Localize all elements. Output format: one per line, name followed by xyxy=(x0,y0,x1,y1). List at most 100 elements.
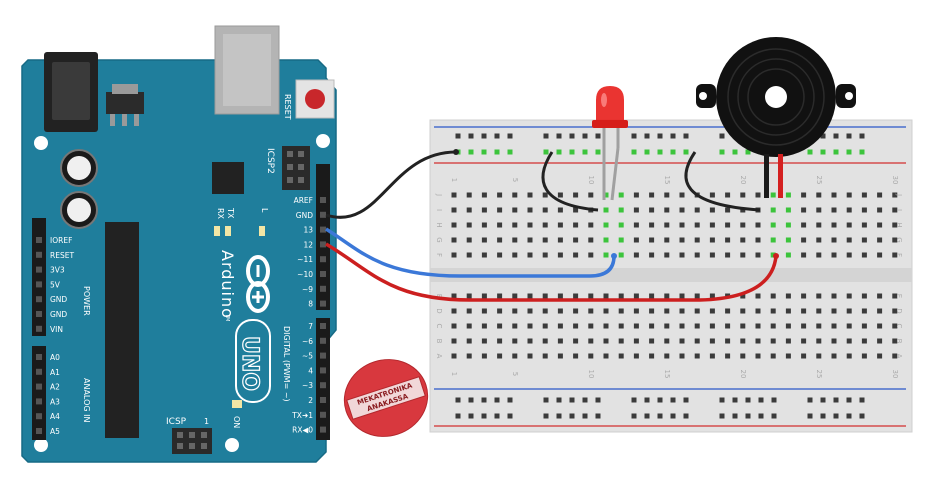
breadboard-hole[interactable] xyxy=(861,207,867,213)
breadboard-hole[interactable] xyxy=(846,293,852,299)
rail-hole[interactable] xyxy=(556,149,562,155)
breadboard-hole[interactable] xyxy=(573,338,579,344)
breadboard-hole[interactable] xyxy=(877,308,883,314)
icsp2-pin[interactable] xyxy=(287,151,293,157)
breadboard-hole[interactable] xyxy=(451,323,457,329)
digital-pin-hole[interactable] xyxy=(320,411,326,418)
breadboard-hole[interactable] xyxy=(846,192,852,198)
breadboard-hole[interactable] xyxy=(497,252,503,258)
breadboard-hole[interactable] xyxy=(451,207,457,213)
breadboard-hole[interactable] xyxy=(740,252,746,258)
rail-hole[interactable] xyxy=(846,133,852,139)
breadboard-hole[interactable] xyxy=(679,237,685,243)
rail-hole[interactable] xyxy=(683,133,689,139)
rail-hole[interactable] xyxy=(494,149,500,155)
breadboard-hole[interactable] xyxy=(846,252,852,258)
rail-hole[interactable] xyxy=(494,413,500,419)
breadboard-hole[interactable] xyxy=(755,192,761,198)
breadboard-hole[interactable] xyxy=(466,237,472,243)
breadboard-hole[interactable] xyxy=(588,323,594,329)
icsp-pin[interactable] xyxy=(189,443,195,449)
breadboard-hole[interactable] xyxy=(709,293,715,299)
rail-hole[interactable] xyxy=(771,397,777,403)
breadboard-hole[interactable] xyxy=(740,192,746,198)
rail-hole[interactable] xyxy=(644,413,650,419)
rail-hole[interactable] xyxy=(820,397,826,403)
breadboard-hole[interactable] xyxy=(573,308,579,314)
breadboard-hole[interactable] xyxy=(801,323,807,329)
breadboard-hole[interactable] xyxy=(892,252,898,258)
breadboard-hole[interactable] xyxy=(877,192,883,198)
breadboard-hole[interactable] xyxy=(618,252,624,258)
digital-pin-hole[interactable] xyxy=(320,323,326,329)
breadboard-hole[interactable] xyxy=(892,237,898,243)
digital-pin-hole[interactable] xyxy=(320,367,326,374)
breadboard-hole[interactable] xyxy=(633,252,639,258)
breadboard-hole[interactable] xyxy=(831,192,837,198)
breadboard-hole[interactable] xyxy=(603,207,609,213)
breadboard-hole[interactable] xyxy=(861,353,867,359)
rail-hole[interactable] xyxy=(468,149,474,155)
rail-hole[interactable] xyxy=(657,397,663,403)
analog-pin-hole[interactable] xyxy=(36,398,42,405)
breadboard-hole[interactable] xyxy=(725,323,731,329)
rail-hole[interactable] xyxy=(569,133,575,139)
rail-hole[interactable] xyxy=(670,413,676,419)
breadboard-hole[interactable] xyxy=(633,308,639,314)
breadboard-hole[interactable] xyxy=(816,353,822,359)
breadboard-hole[interactable] xyxy=(664,207,670,213)
rail-hole[interactable] xyxy=(719,149,725,155)
breadboard-hole[interactable] xyxy=(740,308,746,314)
breadboard-hole[interactable] xyxy=(573,293,579,299)
piezo-buzzer[interactable] xyxy=(696,37,856,198)
breadboard-hole[interactable] xyxy=(527,252,533,258)
breadboard-hole[interactable] xyxy=(618,192,624,198)
breadboard-hole[interactable] xyxy=(557,308,563,314)
breadboard-hole[interactable] xyxy=(527,192,533,198)
breadboard-hole[interactable] xyxy=(664,222,670,228)
breadboard-hole[interactable] xyxy=(527,237,533,243)
breadboard-hole[interactable] xyxy=(497,293,503,299)
breadboard-hole[interactable] xyxy=(573,192,579,198)
breadboard-hole[interactable] xyxy=(816,338,822,344)
digital-pin-hole[interactable] xyxy=(320,226,326,233)
rail-hole[interactable] xyxy=(719,413,725,419)
rail-hole[interactable] xyxy=(543,413,549,419)
breadboard-hole[interactable] xyxy=(588,252,594,258)
digital-pin-hole[interactable] xyxy=(320,256,326,263)
breadboard-hole[interactable] xyxy=(831,293,837,299)
breadboard-hole[interactable] xyxy=(679,338,685,344)
icsp2-pin[interactable] xyxy=(287,177,293,183)
rail-hole[interactable] xyxy=(543,397,549,403)
breadboard-hole[interactable] xyxy=(481,192,487,198)
rail-hole[interactable] xyxy=(468,133,474,139)
breadboard-hole[interactable] xyxy=(725,338,731,344)
breadboard-hole[interactable] xyxy=(588,192,594,198)
breadboard-hole[interactable] xyxy=(481,323,487,329)
breadboard-hole[interactable] xyxy=(451,308,457,314)
breadboard-hole[interactable] xyxy=(603,293,609,299)
breadboard-hole[interactable] xyxy=(512,222,518,228)
breadboard-hole[interactable] xyxy=(755,222,761,228)
breadboard-hole[interactable] xyxy=(481,338,487,344)
breadboard-hole[interactable] xyxy=(573,237,579,243)
power-pin-hole[interactable] xyxy=(36,311,42,317)
breadboard-hole[interactable] xyxy=(481,252,487,258)
rail-hole[interactable] xyxy=(644,397,650,403)
breadboard-hole[interactable] xyxy=(725,222,731,228)
breadboard-hole[interactable] xyxy=(542,222,548,228)
breadboard-hole[interactable] xyxy=(664,237,670,243)
rail-hole[interactable] xyxy=(745,413,751,419)
rail-hole[interactable] xyxy=(859,149,865,155)
breadboard-hole[interactable] xyxy=(816,323,822,329)
breadboard-hole[interactable] xyxy=(557,353,563,359)
breadboard-hole[interactable] xyxy=(770,338,776,344)
breadboard-hole[interactable] xyxy=(679,308,685,314)
digital-pin-hole[interactable] xyxy=(320,241,326,248)
rail-hole[interactable] xyxy=(657,413,663,419)
rail-hole[interactable] xyxy=(833,397,839,403)
breadboard-hole[interactable] xyxy=(542,308,548,314)
breadboard-hole[interactable] xyxy=(481,293,487,299)
analog-pin-hole[interactable] xyxy=(36,368,42,375)
breadboard-hole[interactable] xyxy=(831,207,837,213)
